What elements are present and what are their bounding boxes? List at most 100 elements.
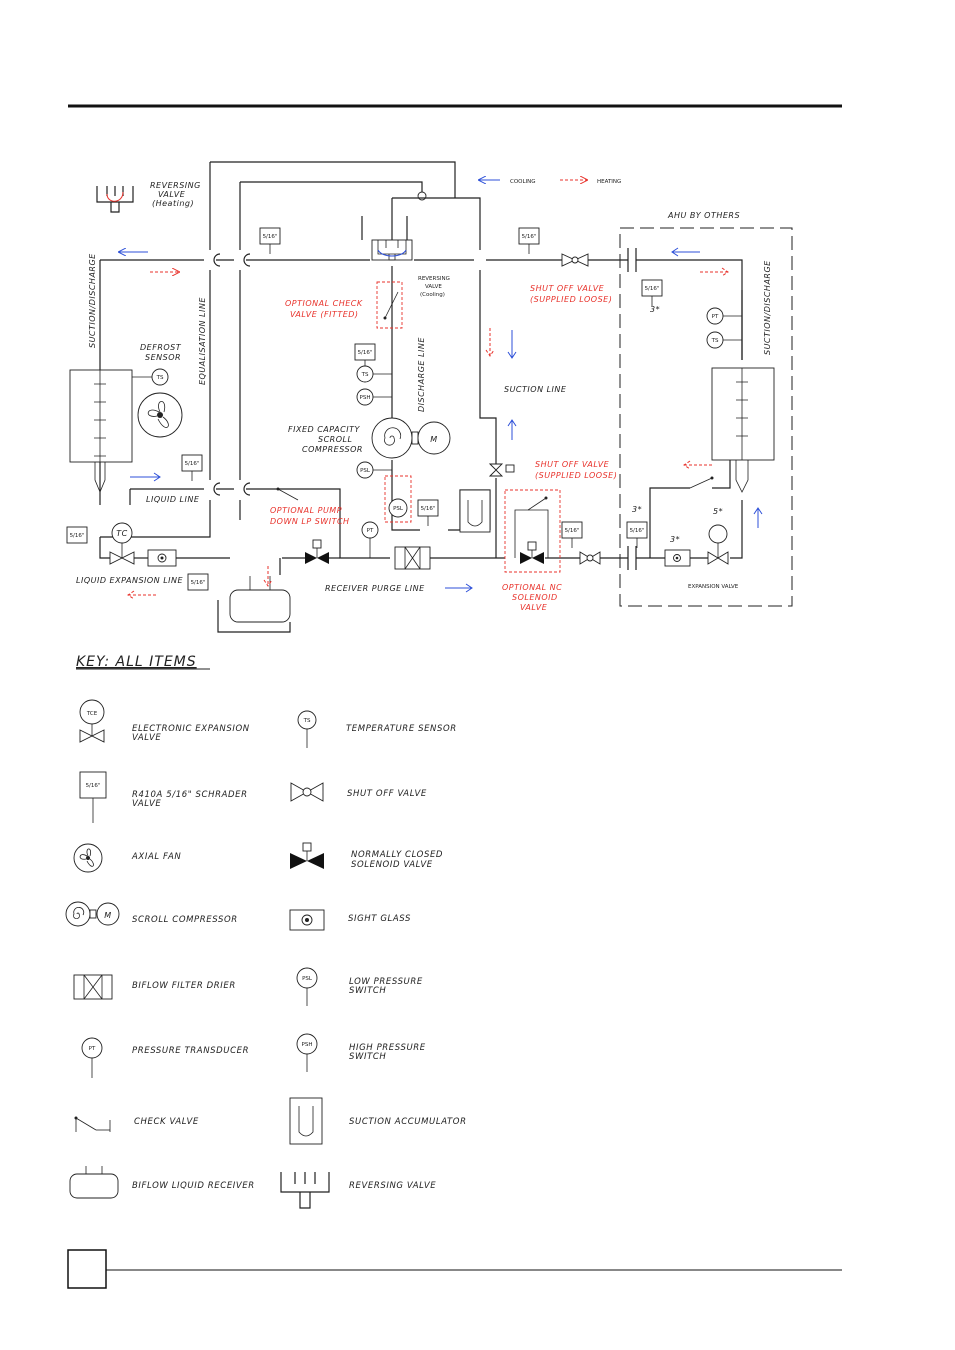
- key-axial-fan-icon: [73, 843, 103, 873]
- key-low-pressure-switch-icon: PSL: [296, 967, 318, 1006]
- shut-off-valve-top-label: SHUT OFF VALVE(SUPPLIED LOOSE): [530, 284, 612, 304]
- key-temperature-sensor-icon: TS: [297, 710, 317, 748]
- optional-psl-box: [384, 475, 412, 523]
- key-sight-glass-icon: [289, 909, 325, 931]
- vertical-valve-icon: [488, 463, 515, 477]
- cooling-label: COOLING: [510, 179, 536, 185]
- svg-text:TS: TS: [711, 338, 719, 344]
- key-scroll-compressor-icon: M: [65, 901, 120, 927]
- svg-text:5/16": 5/16": [421, 506, 436, 512]
- suction-discharge-right-label: SUCTION/DISCHARGE: [763, 260, 772, 355]
- solenoid-valve-icon: [305, 539, 329, 564]
- right-sight-glass-icon: [664, 549, 691, 567]
- svg-text:PT: PT: [367, 528, 374, 534]
- sensor-group: TS PSH PSL PT PT TS: [356, 307, 742, 558]
- qty-5-valve: 5*: [713, 507, 723, 516]
- svg-text:TC: TC: [116, 529, 127, 538]
- svg-text:5/16": 5/16": [185, 461, 200, 467]
- svg-text:TS: TS: [361, 372, 369, 378]
- discharge-line-label: DISCHARGE LINE: [417, 337, 426, 412]
- sight-glass-icon: [147, 549, 177, 567]
- key-schrader-valve-icon: 5/16": [79, 771, 107, 823]
- suction-line-label: SUCTION LINE: [504, 385, 567, 394]
- shut-off-valve-mid-label: SHUT OFF VALVE(SUPPLIED LOOSE): [535, 460, 617, 480]
- svg-text:TCE: TCE: [86, 711, 98, 717]
- svg-text:PSH: PSH: [302, 1042, 313, 1048]
- svg-text:5/16": 5/16": [358, 350, 373, 356]
- ahu-by-others-label: AHU BY OTHERS: [667, 211, 740, 220]
- svg-text:5/16": 5/16": [263, 234, 278, 240]
- svg-text:PSH: PSH: [360, 395, 371, 401]
- svg-text:5/16": 5/16": [565, 528, 580, 534]
- page-number-box: [67, 1249, 107, 1289]
- svg-text:M: M: [104, 911, 111, 920]
- svg-text:5/16": 5/16": [70, 533, 85, 539]
- biflow-liquid-receiver-icon: [229, 576, 291, 623]
- svg-text:TS: TS: [303, 718, 311, 724]
- reversing-valve-heating-icon: [96, 186, 134, 213]
- svg-text:REVERSING VALVE: REVERSING VALVE: [349, 1181, 436, 1191]
- key-solenoid-valve-icon: [290, 842, 324, 869]
- expansion-valve-label: EXPANSION VALVE: [688, 584, 739, 590]
- svg-text:5/16": 5/16": [86, 783, 101, 789]
- left-coil-ticks: [94, 370, 106, 494]
- svg-text:SUCTION ACCUMULATOR: SUCTION ACCUMULATOR: [349, 1117, 467, 1127]
- key-reversing-valve-icon: [280, 1172, 330, 1209]
- svg-text:PT: PT: [712, 314, 719, 320]
- suction-discharge-left-label: SUCTION/DISCHARGE: [88, 253, 97, 348]
- key-shut-off-valve-icon: [290, 782, 324, 802]
- flow-arrows: [118, 247, 763, 600]
- receiver-purge-line-label: RECEIVER PURGE LINE: [325, 584, 425, 593]
- svg-text:AXIAL FAN: AXIAL FAN: [131, 852, 181, 862]
- key-high-pressure-switch-icon: PSH: [296, 1033, 318, 1072]
- schrader-valve-icon: 5/16" 5/16" 5/16" 5/16" 5/16" 5/16" 5/16…: [66, 227, 663, 591]
- axial-fan-icon: [137, 392, 183, 438]
- svg-text:PT: PT: [89, 1046, 96, 1052]
- key-biflow-liquid-receiver-icon: [69, 1166, 119, 1199]
- svg-text:TS: TS: [156, 375, 164, 381]
- key-suction-accumulator-icon: [289, 1097, 323, 1145]
- suction-accumulator-icon: [459, 489, 491, 533]
- liquid-expansion-line-label: LIQUID EXPANSION LINE: [76, 576, 184, 585]
- optional-check-valve-box: [376, 281, 403, 329]
- right-check-valve-icon: [689, 476, 714, 489]
- svg-text:PSL: PSL: [302, 976, 313, 982]
- qty-3-top: 3*: [650, 305, 660, 314]
- pump-down-check-valve-icon: [276, 487, 299, 501]
- svg-text:M: M: [430, 435, 437, 444]
- svg-text:BIFLOW FILTER DRIER: BIFLOW FILTER DRIER: [132, 981, 236, 991]
- right-expansion-valve-icon: [707, 524, 729, 565]
- optional-nc-solenoid-box: [504, 489, 561, 573]
- check-valve-icon: [383, 291, 399, 320]
- qty-3-sight: 3*: [670, 535, 680, 544]
- key-electronic-expansion-valve-icon: TCE: [79, 699, 105, 743]
- heating-label: HEATING: [597, 179, 621, 185]
- svg-text:SCROLL COMPRESSOR: SCROLL COMPRESSOR: [132, 915, 238, 925]
- key-title: KEY: ALL ITEMS: [76, 654, 197, 670]
- svg-text:BIFLOW LIQUID RECEIVER: BIFLOW LIQUID RECEIVER: [132, 1181, 255, 1191]
- key-biflow-filter-drier-icon: [73, 974, 113, 1000]
- key-labels-right: TEMPERATURE SENSOR SHUT OFF VALVE NORMAL…: [346, 724, 467, 1191]
- svg-text:5/16": 5/16": [522, 234, 537, 240]
- svg-text:5/16": 5/16": [645, 286, 660, 292]
- right-coil-ticks: [735, 368, 749, 493]
- svg-text:CHECK VALVE: CHECK VALVE: [134, 1117, 199, 1127]
- reversing-valve-cooling-icon: [371, 239, 413, 261]
- svg-text:PSL: PSL: [393, 506, 404, 512]
- svg-text:5/16": 5/16": [630, 528, 645, 534]
- svg-text:SHUT OFF VALVE: SHUT OFF VALVE: [347, 789, 427, 799]
- biflow-filter-drier-icon: [394, 546, 431, 570]
- liquid-line-label: LIQUID LINE: [146, 495, 200, 504]
- svg-text:TEMPERATURE SENSOR: TEMPERATURE SENSOR: [346, 724, 457, 734]
